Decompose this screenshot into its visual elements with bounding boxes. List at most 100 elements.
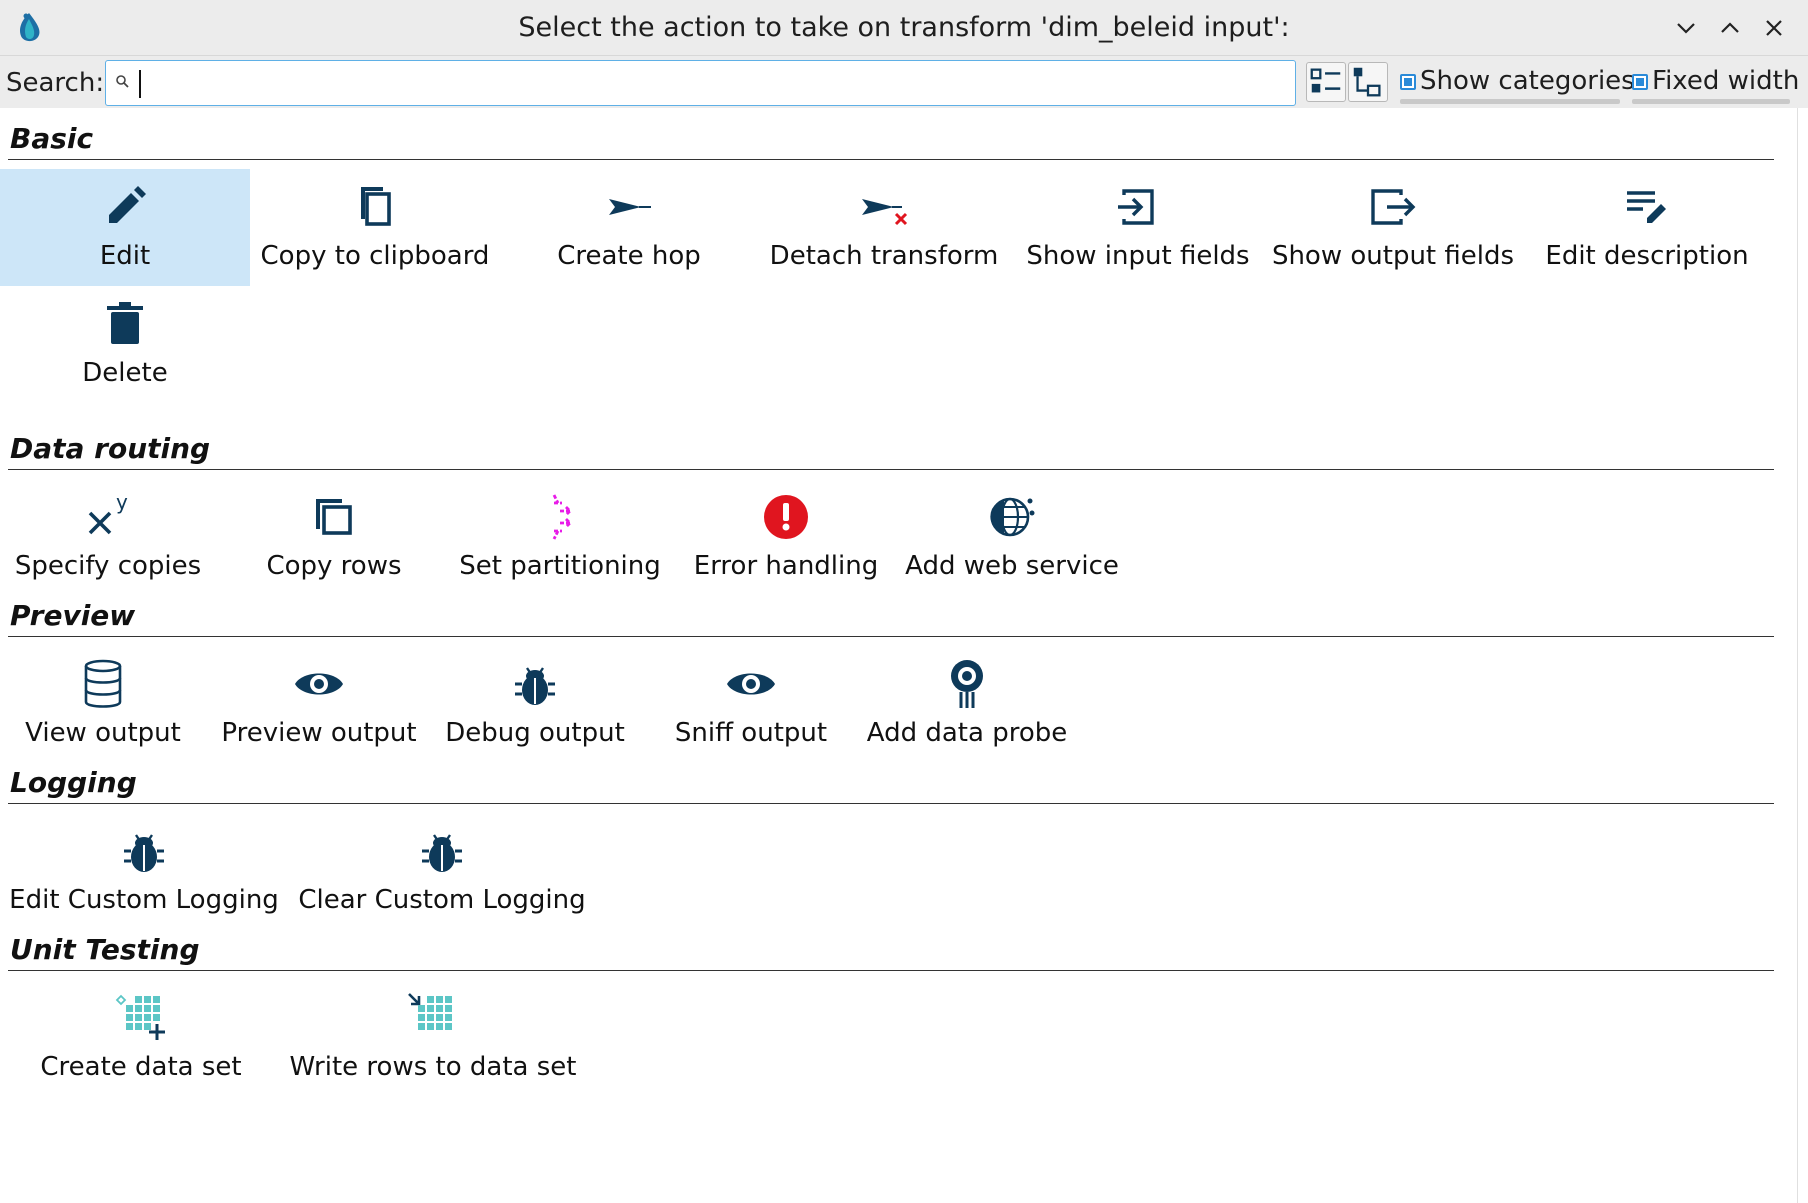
action-label: View output: [25, 718, 181, 748]
action-specify-copies[interactable]: y Specify copies: [0, 479, 216, 596]
action-label: Edit Custom Logging: [9, 885, 279, 915]
action-edit-custom-logging[interactable]: Edit Custom Logging: [9, 813, 279, 930]
copy-rows-icon: [306, 489, 362, 545]
checkbox-indicator: [1400, 74, 1416, 90]
title-bar: Select the action to take on transform '…: [0, 0, 1808, 56]
action-label: Edit: [99, 241, 151, 271]
action-label: Create hop: [557, 241, 701, 271]
action-label: Clear Custom Logging: [298, 885, 586, 915]
search-box[interactable]: [105, 60, 1296, 106]
action-label: Error handling: [693, 551, 879, 581]
action-write-rows-to-data-set[interactable]: Write rows to data set: [290, 980, 576, 1097]
action-copy-rows[interactable]: Copy rows: [216, 479, 452, 596]
login-icon: [1110, 179, 1166, 235]
action-edit[interactable]: Edit: [0, 169, 250, 286]
x-power-icon: y: [80, 489, 136, 545]
action-label: Sniff output: [674, 718, 828, 748]
action-add-data-probe[interactable]: Add data probe: [864, 646, 1070, 763]
error-icon: [758, 489, 814, 545]
arrow-hop-icon: [601, 179, 657, 235]
hop-logo-icon: [12, 10, 46, 46]
show-categories-label: Show categories: [1420, 66, 1635, 96]
category-divider: [8, 970, 1774, 971]
action-edit-description[interactable]: Edit description: [1522, 169, 1772, 286]
fixed-width-checkbox[interactable]: Fixed width: [1632, 60, 1799, 104]
action-clear-custom-logging[interactable]: Clear Custom Logging: [298, 813, 586, 930]
action-create-hop[interactable]: Create hop: [504, 169, 754, 286]
svg-text:y: y: [116, 490, 128, 514]
category-divider: [8, 803, 1774, 804]
action-delete[interactable]: Delete: [0, 286, 250, 403]
web-service-icon: [984, 489, 1040, 545]
partition-icon: [532, 489, 588, 545]
bug-icon: [116, 823, 172, 879]
database-icon: [75, 656, 131, 712]
category-unit-testing-title: Unit Testing: [10, 933, 200, 966]
action-list: Basic Edit Copy to clipboard Create hop …: [0, 108, 1808, 1203]
action-copy-to-clipboard[interactable]: Copy to clipboard: [250, 169, 500, 286]
show-categories-checkbox[interactable]: Show categories: [1400, 60, 1635, 104]
write-dataset-icon: [405, 990, 461, 1046]
action-label: Show output fields: [1271, 241, 1515, 271]
search-toolbar: Search: Show categories Fixed width: [0, 56, 1808, 108]
action-label: Show input fields: [1026, 241, 1250, 271]
checkbox-underline: [1400, 99, 1620, 104]
action-error-handling[interactable]: Error handling: [668, 479, 904, 596]
bug-icon: [507, 656, 563, 712]
checkbox-indicator: [1632, 74, 1648, 90]
action-show-input-fields[interactable]: Show input fields: [1013, 169, 1263, 286]
probe-icon: [939, 656, 995, 712]
action-view-output[interactable]: View output: [0, 646, 206, 763]
action-label: Specify copies: [14, 551, 202, 581]
detach-icon: [856, 179, 912, 235]
category-divider: [8, 159, 1774, 160]
category-divider: [8, 636, 1774, 637]
text-caret: [139, 70, 141, 98]
trash-icon: [97, 296, 153, 352]
action-label: Write rows to data set: [289, 1052, 577, 1082]
search-label: Search:: [6, 68, 105, 98]
logout-icon: [1365, 179, 1421, 235]
action-label: Copy to clipboard: [260, 241, 490, 271]
close-button[interactable]: [1760, 14, 1788, 42]
action-label: Detach transform: [769, 241, 999, 271]
category-basic-title: Basic: [10, 122, 94, 155]
action-label: Create data set: [40, 1052, 242, 1082]
action-preview-output[interactable]: Preview output: [206, 646, 432, 763]
action-label: Edit description: [1545, 241, 1749, 271]
fixed-width-label: Fixed width: [1652, 66, 1800, 96]
eye-icon: [723, 656, 779, 712]
vertical-scrollbar[interactable]: [1797, 108, 1808, 1203]
action-label: Set partitioning: [459, 551, 661, 581]
eye-icon: [291, 656, 347, 712]
action-set-partitioning[interactable]: Set partitioning: [452, 479, 668, 596]
category-preview-title: Preview: [10, 599, 136, 632]
tree-view-icon[interactable]: [1348, 62, 1388, 102]
search-icon: [114, 73, 132, 91]
action-label: Copy rows: [266, 551, 402, 581]
category-divider: [8, 469, 1774, 470]
category-data-routing-title: Data routing: [10, 432, 211, 465]
action-label: Add data probe: [866, 718, 1068, 748]
window-title: Select the action to take on transform '…: [518, 12, 1290, 43]
category-logging-title: Logging: [10, 766, 137, 799]
minimize-button[interactable]: [1672, 14, 1700, 42]
copy-icon: [347, 179, 403, 235]
checkbox-underline: [1632, 99, 1790, 104]
pencil-icon: [97, 179, 153, 235]
list-view-icon[interactable]: [1306, 62, 1346, 102]
maximize-button[interactable]: [1716, 14, 1744, 42]
action-label: Preview output: [221, 718, 417, 748]
action-detach-transform[interactable]: Detach transform: [759, 169, 1009, 286]
action-label: Add web service: [905, 551, 1119, 581]
action-label: Debug output: [445, 718, 625, 748]
action-debug-output[interactable]: Debug output: [432, 646, 638, 763]
create-dataset-icon: [113, 990, 169, 1046]
search-input[interactable]: [136, 65, 1286, 101]
action-add-web-service[interactable]: Add web service: [904, 479, 1120, 596]
action-sniff-output[interactable]: Sniff output: [638, 646, 864, 763]
bug-icon: [414, 823, 470, 879]
edit-note-icon: [1619, 179, 1675, 235]
action-create-data-set[interactable]: Create data set: [16, 980, 266, 1097]
action-show-output-fields[interactable]: Show output fields: [1268, 169, 1518, 286]
